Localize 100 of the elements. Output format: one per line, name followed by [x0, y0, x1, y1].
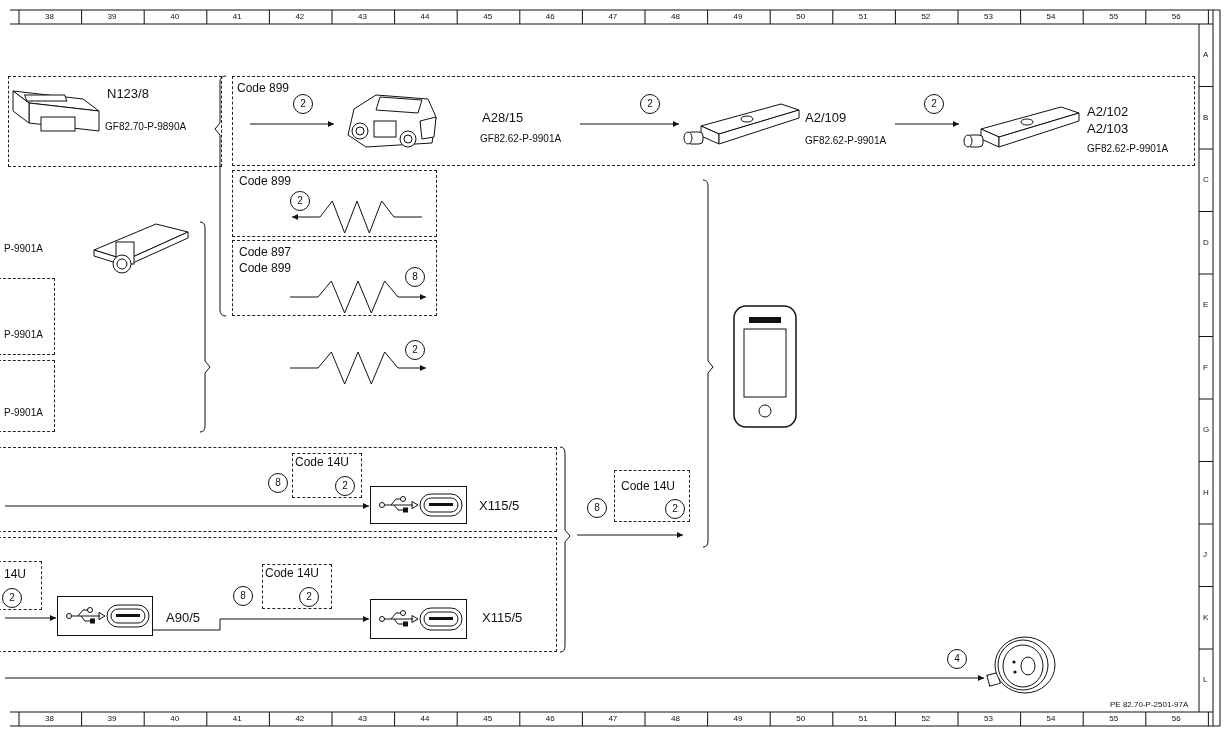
circled-number: 2 — [299, 587, 319, 607]
column-number: 47 — [608, 12, 618, 22]
row-letter: J — [1203, 550, 1207, 560]
option-code: Code 897 — [239, 246, 292, 260]
column-number: 42 — [295, 12, 305, 22]
option-code: Code 14U — [621, 480, 676, 494]
column-number: 55 — [1109, 714, 1119, 724]
circled-number: 8 — [587, 498, 607, 518]
column-number: 43 — [358, 12, 367, 22]
document-number: P-9901A — [4, 243, 43, 255]
option-code: Code 899 — [239, 175, 292, 189]
column-number: 54 — [1046, 714, 1056, 724]
component-code: A90/5 — [166, 611, 200, 626]
option-code: 14U — [4, 568, 26, 582]
circled-number: 2 — [405, 340, 425, 360]
row-letter: L — [1203, 675, 1208, 685]
option-frame — [0, 278, 55, 355]
option-frame — [262, 564, 332, 609]
column-number: 42 — [295, 714, 305, 724]
arrow — [4, 675, 985, 681]
component-code: N123/8 — [107, 87, 149, 102]
column-number: 50 — [796, 714, 806, 724]
circled-number: 2 — [2, 588, 22, 608]
component-code: A2/109 — [805, 111, 847, 126]
option-frame — [0, 561, 42, 610]
circled-number: 8 — [268, 473, 288, 493]
option-code: Code 14U — [265, 567, 320, 581]
option-frame — [8, 76, 222, 167]
row-letter: F — [1203, 362, 1208, 372]
antenna-module-drawing — [90, 222, 190, 274]
column-number: 38 — [45, 12, 54, 22]
column-number: 39 — [107, 12, 117, 22]
arrow — [576, 532, 684, 538]
option-frame — [292, 453, 362, 498]
column-number: 48 — [671, 714, 680, 724]
drawing-number: PE 82.70-P-2501-97A — [1110, 700, 1189, 710]
column-number: 46 — [545, 12, 555, 22]
circled-number: 2 — [293, 94, 313, 114]
column-number: 55 — [1109, 12, 1119, 22]
circled-number: 8 — [405, 267, 425, 287]
arrow — [249, 121, 335, 127]
column-number: 56 — [1171, 714, 1181, 724]
usb-socket-panel — [370, 486, 467, 524]
usb-socket-panel — [57, 596, 153, 636]
column-number: 38 — [45, 714, 54, 724]
column-number: 45 — [483, 12, 493, 22]
group-frame — [0, 537, 557, 652]
column-number: 50 — [796, 12, 806, 22]
row-letter: C — [1203, 175, 1209, 185]
circled-number: 2 — [665, 499, 685, 519]
component-code: X115/5 — [479, 499, 520, 514]
row-letter: D — [1203, 237, 1209, 247]
circled-number: 4 — [947, 649, 967, 669]
row-letter: H — [1203, 487, 1209, 497]
column-number: 49 — [733, 714, 743, 724]
option-frame — [614, 470, 690, 522]
document-number: P-9901A — [4, 407, 43, 419]
column-number: 52 — [921, 714, 931, 724]
row-letter: G — [1203, 425, 1210, 435]
option-frame — [232, 76, 1195, 166]
component-code: A28/15 — [482, 111, 524, 126]
arrow — [579, 121, 680, 127]
column-number: 40 — [170, 12, 180, 22]
column-number: 41 — [232, 714, 242, 724]
column-number: 52 — [921, 12, 931, 22]
column-number: 54 — [1046, 12, 1056, 22]
arrow — [4, 615, 57, 621]
column-number: 46 — [545, 714, 555, 724]
option-code: Code 14U — [295, 456, 350, 470]
smartphone-drawing — [733, 305, 797, 428]
column-number: 53 — [984, 12, 993, 22]
column-number: 40 — [170, 714, 180, 724]
row-letter: E — [1203, 300, 1209, 310]
document-number: GF82.62-P-9901A — [480, 133, 562, 145]
arrow — [894, 121, 960, 127]
group-frame — [0, 447, 557, 532]
row-letter: K — [1203, 612, 1209, 622]
component-code: X115/5 — [482, 611, 523, 626]
option-code: Code 899 — [239, 262, 292, 276]
column-number: 51 — [858, 714, 868, 724]
column-number: 53 — [984, 714, 993, 724]
circled-number: 8 — [233, 586, 253, 606]
column-number: 44 — [420, 12, 430, 22]
row-letter: A — [1203, 50, 1209, 60]
speaker-drawing — [985, 636, 1057, 694]
column-number: 56 — [1171, 12, 1181, 22]
circled-number: 2 — [924, 94, 944, 114]
column-number: 47 — [608, 714, 618, 724]
column-number: 41 — [232, 12, 242, 22]
option-code: Code 899 — [237, 82, 290, 96]
document-number: P-9901A — [4, 329, 43, 341]
column-number: 49 — [733, 12, 743, 22]
arrow — [152, 616, 370, 631]
circled-number: 2 — [335, 476, 355, 496]
circled-number: 2 — [290, 191, 310, 211]
document-number: GF82.70-P-9890A — [105, 121, 187, 133]
document-number: GF82.62-P-9901A — [1087, 143, 1169, 155]
column-number: 43 — [358, 714, 367, 724]
document-number: GF82.62-P-9901A — [805, 135, 887, 147]
row-letter: B — [1203, 112, 1209, 122]
